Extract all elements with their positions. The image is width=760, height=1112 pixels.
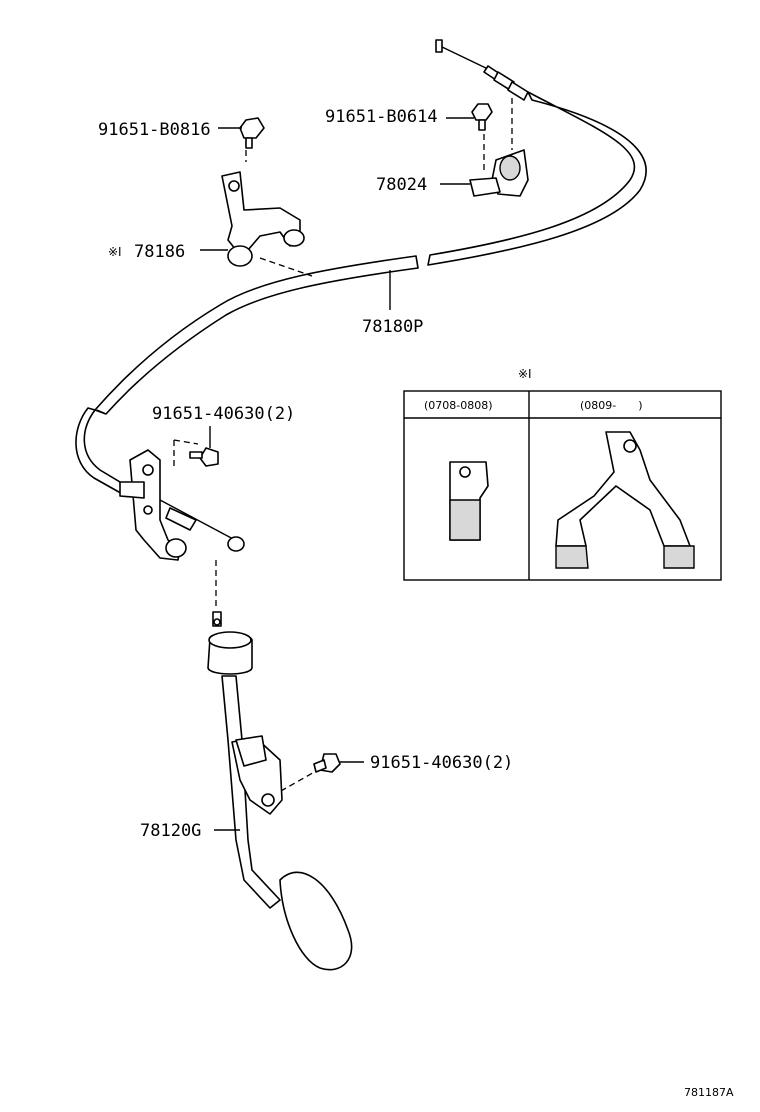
- variant-table-col1-header: (0708-0808): [424, 399, 493, 412]
- label-91651-B0816: 91651-B0816: [98, 120, 211, 140]
- clamp-78024-icon: [469, 149, 529, 197]
- bolt-91651-B0816-icon: [239, 117, 265, 149]
- bolt-91651-40630-mid-icon: [189, 447, 219, 467]
- bolt-91651-40630-lower-icon: [313, 753, 341, 773]
- label-78186: 78186: [134, 242, 185, 262]
- variant-table-note: ※Ⅰ: [518, 367, 532, 381]
- diagram-code: 781187A: [684, 1086, 734, 1099]
- bracket-old-icon: [449, 461, 489, 541]
- label-78120G: 78120G: [140, 821, 201, 841]
- label-91651-B0614: 91651-B0614: [325, 107, 438, 127]
- cable-bracket-plate-icon: [119, 449, 187, 561]
- variant-table: ※Ⅰ (0708-0808) (0809- ): [403, 367, 722, 581]
- bracket-new-icon: [555, 431, 695, 569]
- bracket-78186-icon: [221, 171, 305, 267]
- variant-table-col2-header: (0809- ): [580, 399, 643, 412]
- label-bracket-note: ※Ⅰ: [108, 245, 122, 259]
- bolt-91651-B0614-icon: [471, 103, 493, 131]
- label-91651-40630-mid: 91651-40630(2): [152, 404, 295, 424]
- pedal-78120G-icon: [207, 611, 353, 971]
- label-78180P: 78180P: [362, 317, 423, 337]
- label-78024: 78024: [376, 175, 427, 195]
- label-91651-40630-lower: 91651-40630(2): [370, 753, 513, 773]
